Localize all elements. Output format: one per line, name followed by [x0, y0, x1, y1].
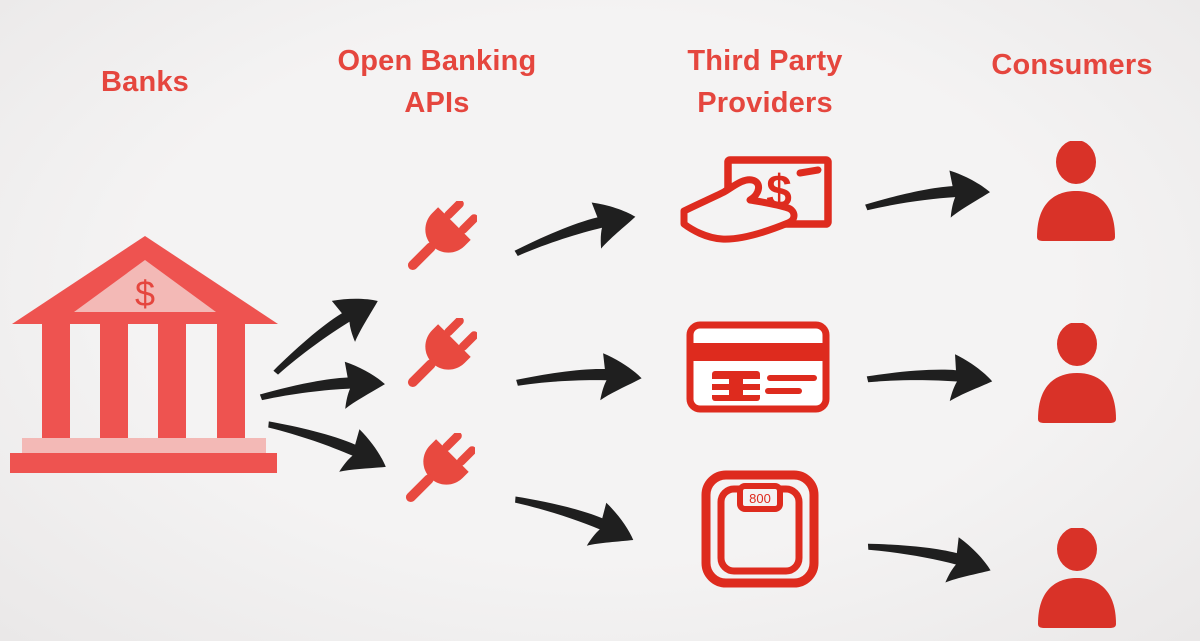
header-banks: Banks — [100, 66, 190, 98]
card-chip — [712, 371, 760, 401]
consumer-person-icon — [1038, 323, 1116, 423]
arrow-plug-to-handcash-icon — [510, 198, 638, 257]
power-plug-icon — [403, 201, 477, 275]
credit-card-icon — [686, 321, 830, 413]
arrow-plug-to-scale-icon — [512, 461, 643, 565]
weighing-scale-icon: 800 — [701, 470, 819, 588]
header-open-banking-apis: Open Banking APIs — [337, 45, 537, 119]
power-plug-icon — [401, 433, 475, 507]
consumer-person-icon — [1037, 141, 1115, 241]
arrow-scale-to-consumer-icon — [865, 505, 998, 597]
arrow-card-to-consumer-icon — [865, 336, 997, 410]
consumer-person-icon — [1038, 528, 1116, 628]
scale-display-value: 800 — [749, 491, 771, 506]
bank-dollar-sign: $ — [135, 273, 155, 314]
arrow-plug-to-card-icon — [515, 339, 645, 407]
bank-building-icon: $ — [10, 236, 278, 473]
header-third-party-providers: Third Party Providers — [687, 45, 843, 119]
card-stripe — [693, 343, 823, 361]
power-plug-icon — [403, 318, 477, 392]
hand-with-banknote-icon: $ — [680, 156, 832, 243]
hand-outline — [680, 176, 798, 243]
arrow-handcash-to-consumer-icon — [864, 163, 992, 221]
header-consumers: Consumers — [991, 49, 1153, 81]
scale-display — [737, 483, 783, 512]
